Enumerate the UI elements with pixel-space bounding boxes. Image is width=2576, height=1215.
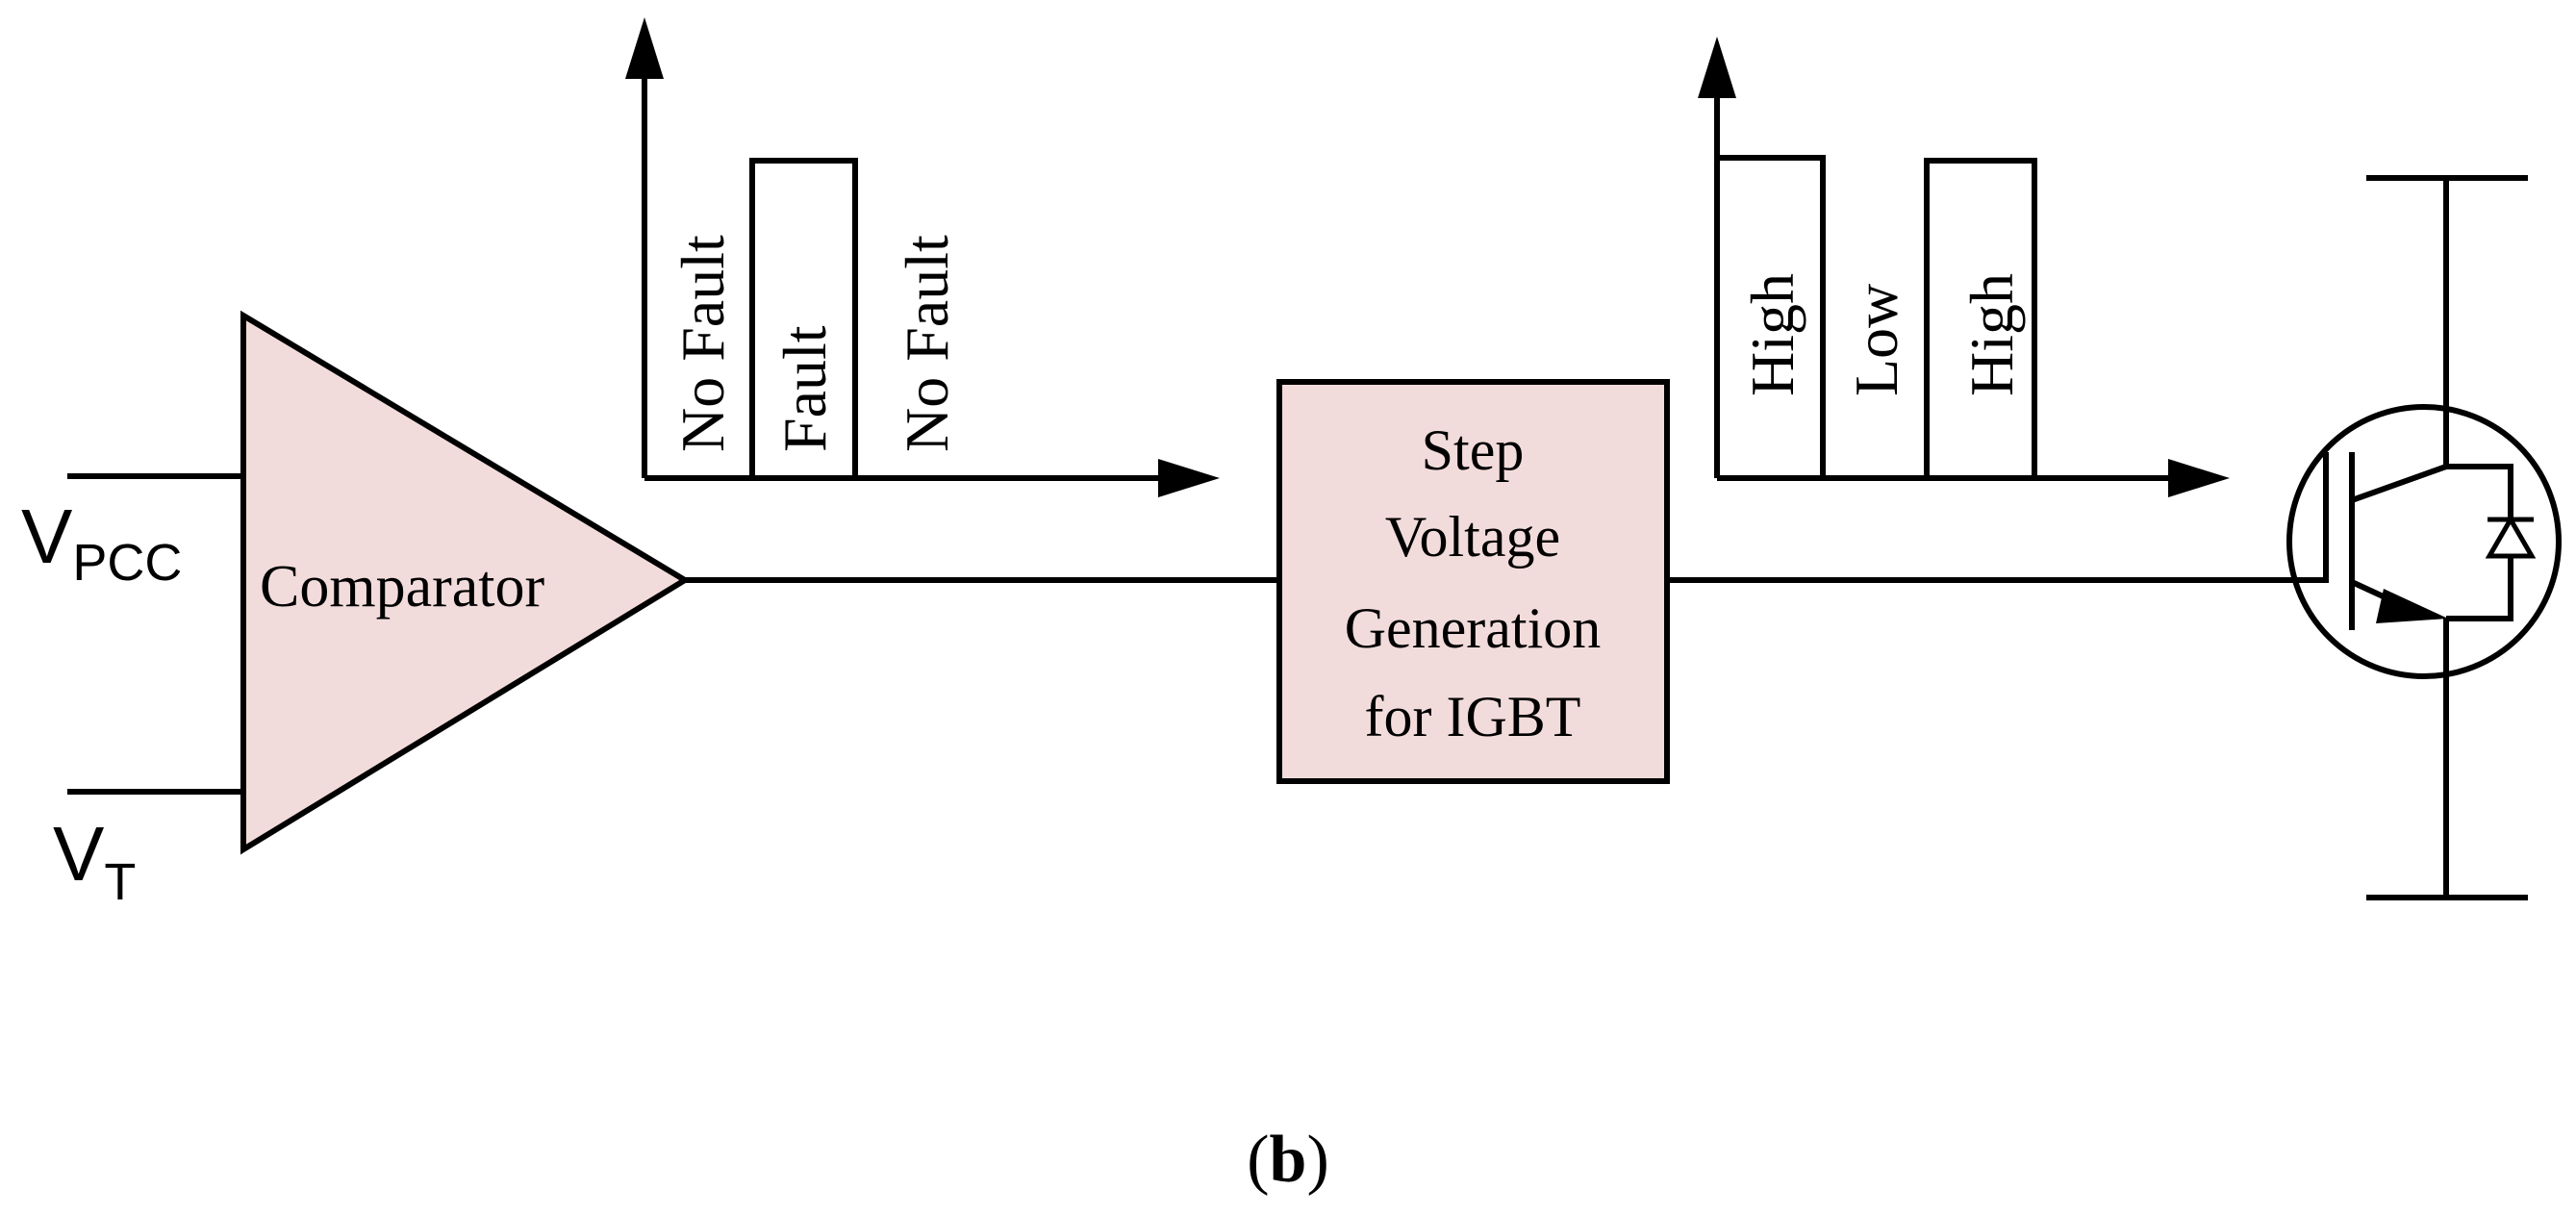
fault-label-no-fault-2: No Fault — [893, 235, 961, 452]
comparator-label: Comparator — [260, 554, 544, 620]
gate-x-axis-arrowhead — [2168, 459, 2230, 497]
vpcc-label: VPCC — [21, 494, 182, 592]
gate-signal-waveform: High Low High — [1698, 37, 2230, 497]
igbt-body-circle — [2286, 404, 2562, 679]
igbt-collector-diagonal — [2350, 464, 2448, 503]
fault-signal-waveform: No Fault Fault No Fault — [625, 17, 1220, 497]
igbt-gate — [2318, 452, 2329, 583]
fault-label-no-fault-1: No Fault — [669, 235, 737, 452]
gate-label-low: Low — [1842, 284, 1910, 396]
gate-pulse-high-2 — [1924, 158, 2037, 478]
vt-label: VT — [53, 811, 136, 911]
igbt-emitter-arrowhead — [2376, 589, 2448, 623]
gate-pulse-high-1 — [1717, 155, 1826, 478]
step-voltage-generation-block — [1276, 379, 1670, 784]
fault-label-fault: Fault — [770, 325, 839, 452]
gate-label-high-1: High — [1738, 273, 1806, 396]
step-block-line-1: Step — [1422, 418, 1525, 482]
fault-pulse — [749, 158, 858, 478]
step-block-line-3: Generation — [1345, 596, 1602, 660]
fault-y-axis-arrowhead — [625, 17, 664, 79]
gate-label-high-2: High — [1957, 273, 2026, 396]
diode-triangle-icon — [2485, 515, 2537, 559]
figure-caption: (b) — [1247, 1123, 1329, 1197]
gate-y-axis-arrowhead — [1698, 37, 1736, 98]
step-block-line-2: Voltage — [1385, 505, 1560, 569]
step-block-line-4: for IGBT — [1365, 685, 1581, 748]
comparator-block — [240, 310, 691, 855]
igbt-with-freewheeling-diode-icon — [2286, 175, 2562, 900]
fault-x-axis-arrowhead — [1158, 459, 1220, 497]
